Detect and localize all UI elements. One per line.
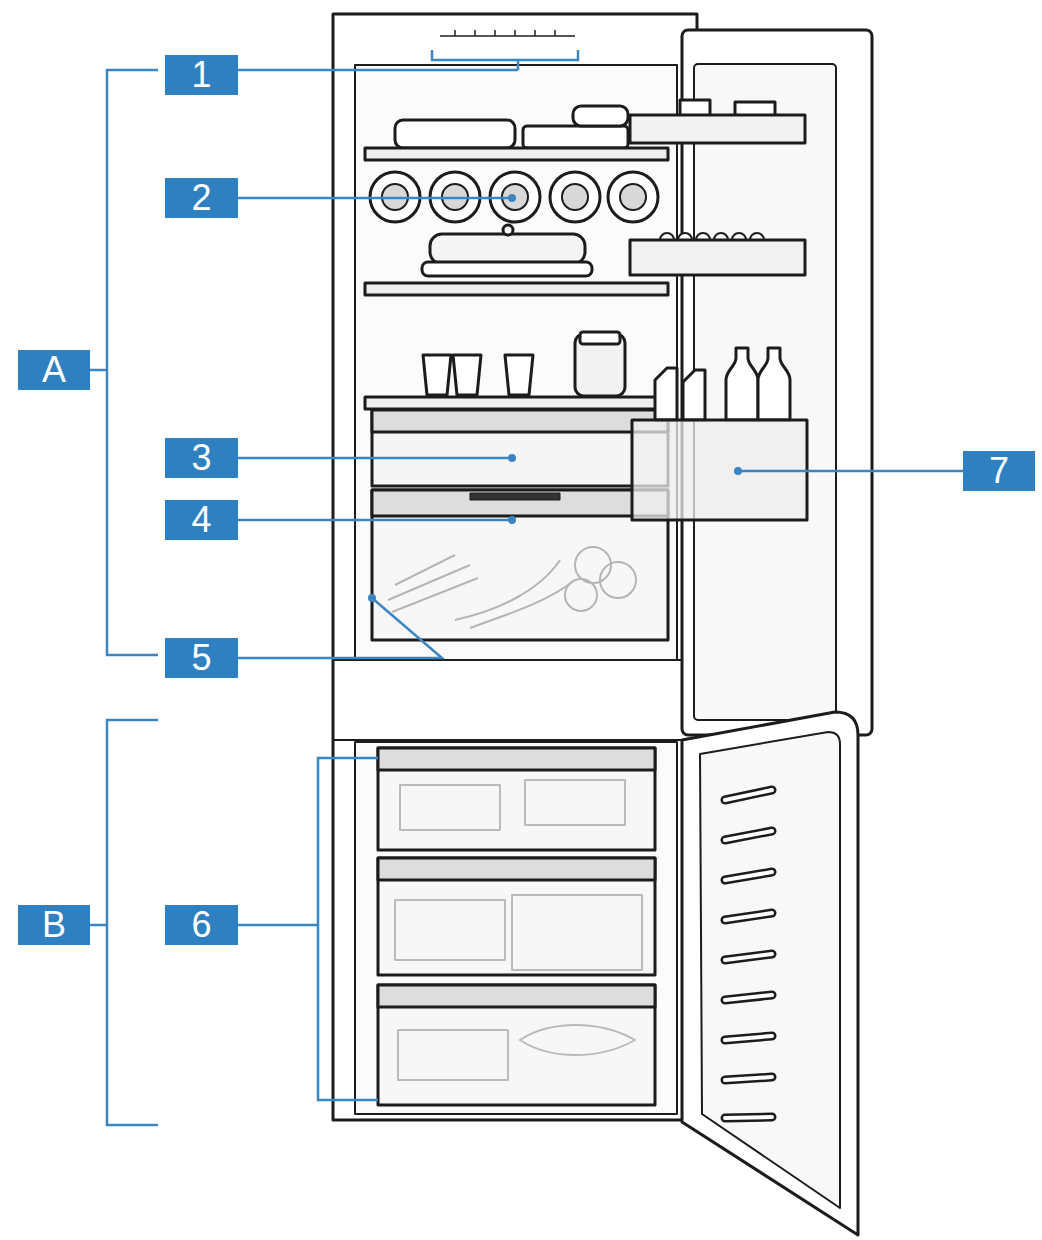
callout-number: 5 [165, 638, 238, 678]
leek [455, 560, 575, 628]
callout-number: 1 [165, 55, 238, 95]
bracket [90, 720, 158, 1125]
cup [505, 355, 533, 395]
container [573, 106, 628, 126]
glass-shelf [365, 397, 668, 409]
drawer-handle [372, 490, 668, 516]
bracket [238, 758, 378, 1100]
chiller-drawer [372, 410, 668, 486]
door-shelf [630, 115, 805, 143]
vegetable-drawer [372, 490, 668, 640]
leader-dot [508, 516, 516, 524]
leader-dot [508, 454, 516, 462]
humidity-slider [470, 493, 560, 500]
glass-shelf [365, 148, 668, 160]
leader-line [238, 457, 512, 460]
glass-shelf [365, 283, 668, 295]
fridge-body [333, 14, 697, 1120]
cup [453, 355, 481, 395]
cake-dome [430, 234, 585, 264]
jar-lid [580, 332, 620, 344]
plate [395, 120, 515, 148]
cake-plate [422, 262, 592, 276]
drawer-handle [378, 985, 655, 1007]
callout-number: 6 [165, 905, 238, 945]
carton [655, 368, 677, 420]
leader-dot [508, 194, 516, 202]
dome-knob [503, 225, 513, 235]
callout-number: B [18, 905, 90, 945]
freezer-drawer [378, 748, 655, 850]
callout-number: A [18, 350, 90, 390]
carrots [388, 555, 478, 612]
fridge-interior [355, 65, 677, 660]
vent-slot-inner [725, 790, 772, 1118]
carton [683, 370, 705, 420]
drawer-handle [378, 858, 655, 880]
food-box [523, 126, 628, 148]
frozen-food [398, 1025, 635, 1080]
freezer-drawer [378, 985, 655, 1105]
leader-line [238, 50, 578, 70]
cauliflower [565, 547, 636, 611]
vent-slot [725, 790, 772, 1118]
callout-number: 7 [963, 451, 1035, 491]
compartment-divider [333, 660, 697, 740]
cup [423, 355, 451, 395]
leader-line [238, 197, 512, 200]
callout-number: 2 [165, 178, 238, 218]
callout-number: 3 [165, 438, 238, 478]
freezer-interior [355, 742, 677, 1114]
leader-dot [734, 467, 742, 475]
drawer-handle [378, 748, 655, 770]
drawer-handle [372, 410, 668, 432]
leader-dot [368, 594, 376, 602]
bottle [726, 348, 758, 420]
leader-line [238, 519, 512, 522]
callout-number: 4 [165, 500, 238, 540]
egg-shelf [630, 240, 805, 275]
bottle [758, 348, 790, 420]
leader-line [738, 470, 963, 473]
frozen-food [395, 895, 642, 970]
leader-line [238, 598, 442, 658]
door-liner [694, 64, 836, 720]
frozen-food [400, 780, 625, 830]
freezer-drawer [378, 858, 655, 975]
control-panel [440, 30, 575, 36]
door-liner [700, 732, 840, 1208]
freezer-door [682, 712, 858, 1235]
bracket [90, 70, 158, 655]
